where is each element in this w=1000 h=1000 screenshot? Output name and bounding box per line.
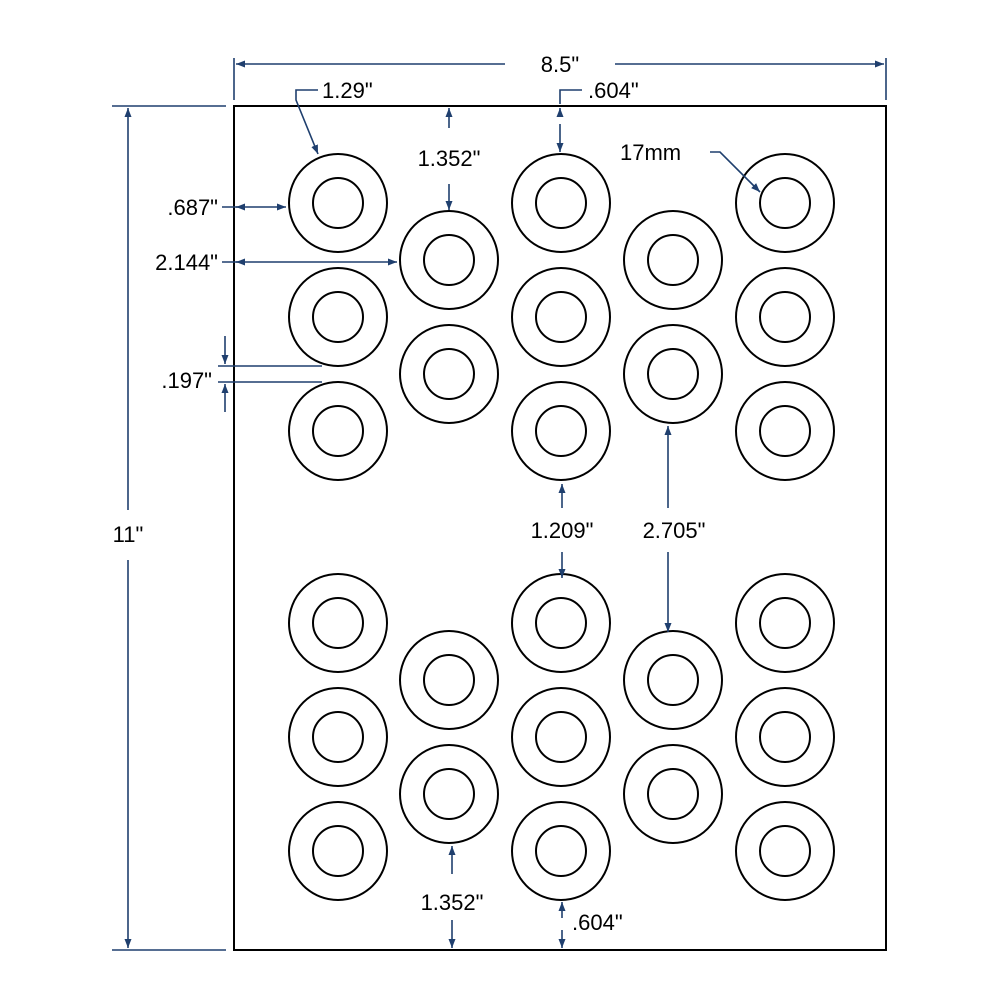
label-outer-circle: [735, 381, 835, 481]
label-12: [735, 267, 835, 367]
label-outer-circle: [288, 801, 388, 901]
label-outer-circle: [399, 210, 499, 310]
label-outer-circle: [623, 324, 723, 424]
label-outer-circle: [399, 744, 499, 844]
label-outer-circle: [288, 153, 388, 253]
label-inner-hole: [759, 597, 811, 649]
label-outer-circle: [511, 153, 611, 253]
label-outer-circle: [623, 630, 723, 730]
label-outer-circle: [511, 573, 611, 673]
label-4: [399, 210, 499, 310]
block-gap-label: 1.209": [531, 518, 594, 543]
label-8: [511, 381, 611, 481]
label-inner-hole: [759, 177, 811, 229]
label-22: [623, 630, 723, 730]
bottom-margin-col2-label: 1.352": [421, 890, 484, 915]
top-margin-col3-label: .604": [588, 78, 639, 103]
label-inner-hole: [423, 348, 475, 400]
label-outer-circle: [623, 210, 723, 310]
label-18: [399, 744, 499, 844]
label-15: [288, 687, 388, 787]
label-inner-hole: [647, 348, 699, 400]
label-inner-hole: [312, 177, 364, 229]
label-outer-circle: [511, 267, 611, 367]
top-margin-col2-label: 1.352": [418, 146, 481, 171]
label-5: [399, 324, 499, 424]
label-1: [288, 153, 388, 253]
label-9: [623, 210, 723, 310]
label-inner-hole: [759, 291, 811, 343]
label-7: [511, 267, 611, 367]
dimension-lines: [112, 58, 887, 951]
label-10: [623, 324, 723, 424]
label-24: [735, 573, 835, 673]
label-inner-hole: [312, 597, 364, 649]
label-inner-hole: [312, 291, 364, 343]
label-outer-circle: [735, 801, 835, 901]
label-19: [511, 573, 611, 673]
label-inner-hole: [535, 825, 587, 877]
label-11: [735, 153, 835, 253]
label-21: [511, 801, 611, 901]
label-outer-circle: [511, 801, 611, 901]
label-inner-hole: [759, 711, 811, 763]
label-inner-hole: [535, 291, 587, 343]
left-margin-label: .687": [167, 195, 218, 220]
bottom-margin-col3-label: .604": [572, 910, 623, 935]
diameter-label: 1.29": [322, 78, 373, 103]
diameter-leader: [295, 89, 319, 155]
label-outer-circle: [399, 324, 499, 424]
label-20: [511, 687, 611, 787]
label-outer-circle: [288, 381, 388, 481]
label-17: [399, 630, 499, 730]
col2-offset-label: 2.144": [155, 250, 218, 275]
height-label: 11": [113, 522, 144, 547]
label-outer-circle: [735, 267, 835, 367]
label-inner-hole: [312, 825, 364, 877]
label-6: [511, 153, 611, 253]
label-outer-circle: [735, 573, 835, 673]
col4-gap-label: 2.705": [643, 518, 706, 543]
hole-size-label: 17mm: [620, 140, 681, 165]
hole-size-leader: [710, 151, 761, 193]
label-inner-hole: [647, 654, 699, 706]
label-inner-hole: [535, 405, 587, 457]
label-outer-circle: [511, 687, 611, 787]
label-inner-hole: [535, 177, 587, 229]
label-16: [288, 801, 388, 901]
vertical-gap-label: .197": [161, 368, 212, 393]
label-inner-hole: [535, 597, 587, 649]
label-outer-circle: [735, 153, 835, 253]
label-inner-hole: [647, 234, 699, 286]
top-margin-col3-leader: [559, 89, 582, 104]
label-13: [735, 381, 835, 481]
label-outer-circle: [288, 573, 388, 673]
label-23: [623, 744, 723, 844]
label-outer-circle: [623, 744, 723, 844]
label-inner-hole: [423, 234, 475, 286]
label-inner-hole: [312, 711, 364, 763]
sheet-outline: [233, 105, 887, 951]
label-outer-circle: [511, 381, 611, 481]
label-inner-hole: [759, 825, 811, 877]
label-inner-hole: [535, 711, 587, 763]
label-inner-hole: [759, 405, 811, 457]
label-3: [288, 381, 388, 481]
label-circles: [288, 153, 835, 901]
label-inner-hole: [647, 768, 699, 820]
label-outer-circle: [288, 687, 388, 787]
width-label: 8.5": [541, 52, 579, 77]
label-outer-circle: [288, 267, 388, 367]
label-inner-hole: [312, 405, 364, 457]
label-2: [288, 267, 388, 367]
label-inner-hole: [423, 654, 475, 706]
label-14: [288, 573, 388, 673]
label-outer-circle: [735, 687, 835, 787]
label-25: [735, 687, 835, 787]
label-outer-circle: [399, 630, 499, 730]
label-inner-hole: [423, 768, 475, 820]
label-26: [735, 801, 835, 901]
